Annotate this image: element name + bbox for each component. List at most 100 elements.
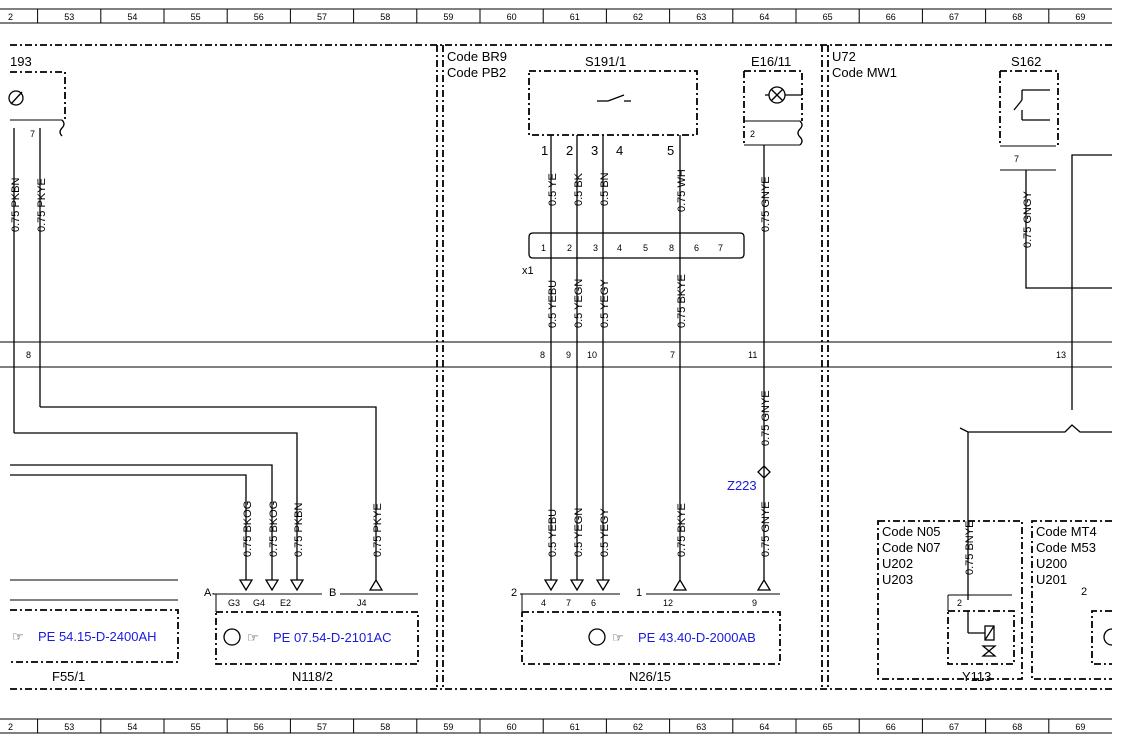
- component-193: 193 7: [8, 54, 66, 139]
- svg-text:7: 7: [670, 350, 675, 360]
- component-label: N118/2: [292, 669, 333, 684]
- component-label: F55/1: [52, 669, 85, 684]
- wire-pkye-route: [40, 406, 377, 580]
- svg-text:6: 6: [694, 243, 699, 253]
- svg-text:4: 4: [541, 598, 546, 608]
- wire-label: 0.5 YEGN: [573, 279, 585, 328]
- splice-z223: [757, 465, 771, 479]
- wire-gngy: [1025, 170, 1112, 289]
- wire-pkbn-route: [14, 432, 298, 580]
- connector-label: x1: [522, 265, 534, 277]
- svg-text:13: 13: [1056, 350, 1066, 360]
- component-s191-1: S191/1 1 2 3 4 5: [528, 54, 698, 158]
- svg-text:2: 2: [1081, 586, 1087, 598]
- svg-text:A: A: [204, 587, 212, 599]
- code-label: Code PB2: [447, 65, 506, 80]
- arrow-out: [672, 578, 688, 591]
- svg-text:U200: U200: [1036, 556, 1067, 571]
- arrow-in: [264, 579, 280, 592]
- grid-number: 62: [633, 722, 643, 732]
- arrow-in: [543, 579, 559, 592]
- connector-x1: x1 1 2 3 4 5 8 6 7: [522, 232, 745, 277]
- grid-number: 53: [64, 12, 74, 22]
- svg-text:8: 8: [669, 243, 674, 253]
- grid-number: 58: [380, 12, 390, 22]
- grid-number: 69: [1075, 722, 1085, 732]
- wire-label: 0.5 BK: [573, 172, 585, 206]
- grid-number: 54: [127, 12, 137, 22]
- svg-text:B: B: [329, 587, 336, 599]
- arrow-out: [756, 578, 772, 591]
- svg-text:7: 7: [1014, 154, 1019, 164]
- top-grid-ruler: [0, 8, 1112, 24]
- wire-label: 0.5 YEGN: [573, 508, 585, 557]
- svg-text:11: 11: [748, 350, 757, 360]
- transistor-icon: [588, 628, 606, 646]
- svg-text:E2: E2: [280, 598, 291, 608]
- svg-text:5: 5: [667, 143, 674, 158]
- sensor-icon: [8, 90, 24, 106]
- grid-number: 66: [886, 12, 896, 22]
- arrow-in: [238, 579, 254, 592]
- grid-number: 64: [759, 12, 769, 22]
- wire-label: 0.75 BKYE: [676, 503, 688, 557]
- svg-text:7: 7: [566, 598, 571, 608]
- component-s162: S162 7: [999, 54, 1059, 171]
- grid-number: 2: [8, 12, 13, 22]
- svg-text:G3: G3: [228, 598, 240, 608]
- wire-label: 0.5 YEGY: [599, 508, 611, 557]
- grid-number: 55: [191, 12, 201, 22]
- grid-number: 57: [317, 722, 327, 732]
- svg-text:U203: U203: [882, 572, 913, 587]
- grid-number: 65: [823, 12, 833, 22]
- grid-number: 68: [1012, 12, 1022, 22]
- component-n118-2: A B G3 G4 E2 J4 ☞ PE 07.54-D-2101AC N118…: [204, 587, 419, 684]
- svg-text:G4: G4: [253, 598, 265, 608]
- reference-link[interactable]: PE 43.40-D-2000AB: [638, 630, 756, 645]
- bus-break: [959, 424, 1112, 433]
- wire-label: 0.5 YEBU: [547, 509, 559, 557]
- component-e16-11: E16/11 2: [743, 54, 803, 146]
- svg-text:U202: U202: [882, 556, 913, 571]
- wire-label: 0.75 BKOG: [268, 501, 280, 557]
- wire-label: 0.5 YE: [547, 173, 559, 206]
- svg-text:3: 3: [591, 143, 598, 158]
- reference-link[interactable]: PE 07.54-D-2101AC: [273, 630, 392, 645]
- reference-link[interactable]: PE 54.15-D-2400AH: [38, 629, 157, 644]
- svg-text:Code MT4: Code MT4: [1036, 524, 1097, 539]
- code-label: U72: [832, 49, 856, 64]
- svg-text:Code M53: Code M53: [1036, 540, 1096, 555]
- grid-number: 63: [696, 12, 706, 22]
- component-label: N26/15: [629, 669, 671, 684]
- svg-text:5: 5: [643, 243, 648, 253]
- wire-label: 0.75 GNGY: [1022, 190, 1034, 248]
- svg-text:Code N05: Code N05: [882, 524, 941, 539]
- svg-text:7: 7: [718, 243, 723, 253]
- hand-pointer-icon: ☞: [612, 630, 624, 645]
- arrow-out: [368, 578, 384, 591]
- grid-number: 65: [823, 722, 833, 732]
- wire-label: 0.75 PKYE: [372, 503, 384, 557]
- svg-text:10: 10: [587, 350, 597, 360]
- splice-label[interactable]: Z223: [727, 478, 757, 493]
- code-label: Code BR9: [447, 49, 507, 64]
- grid-number: 2: [8, 722, 13, 732]
- grid-number: 55: [191, 722, 201, 732]
- wire-label: 0.75 BKYE: [676, 274, 688, 328]
- component-label: 193: [10, 54, 32, 69]
- bottom-grid-ruler: [0, 718, 1112, 734]
- pin-number: 8: [26, 350, 31, 360]
- code-box-mt4: Code MT4 Code M53 U200 U201 2: [1031, 520, 1113, 680]
- transistor-icon: [1103, 628, 1113, 646]
- grid-number: 56: [254, 722, 264, 732]
- grid-number: 62: [633, 12, 643, 22]
- wire-label: 0.75 GNYE: [760, 501, 772, 557]
- grid-number: 66: [886, 722, 896, 732]
- wire-label: 0.5 YEGY: [599, 279, 611, 328]
- grid-number: 60: [507, 722, 517, 732]
- svg-text:2: 2: [957, 598, 962, 608]
- arrow-in: [569, 579, 585, 592]
